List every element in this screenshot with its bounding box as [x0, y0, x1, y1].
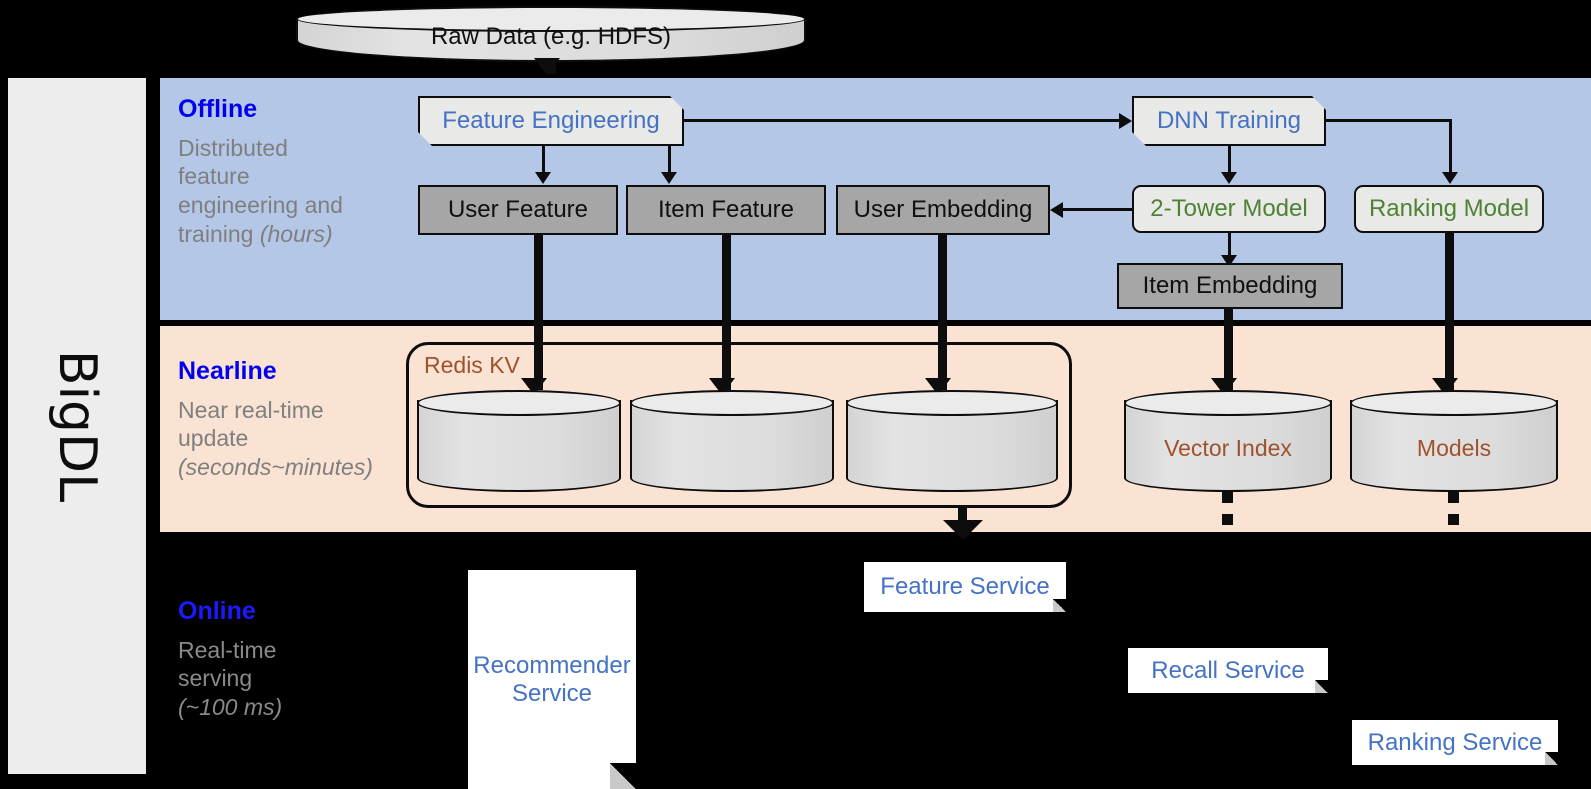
connector-fe-itemfeature: [668, 146, 671, 174]
bigdl-logo-label: BigDL: [8, 78, 146, 774]
cylinder-top: [846, 390, 1058, 416]
offline-sub-l1: Distributed: [178, 134, 288, 161]
ranking-model-box[interactable]: Ranking Model: [1354, 185, 1544, 233]
item-embedding-label: Item Embedding: [1142, 272, 1318, 299]
pipe-redis-featureservice: [958, 508, 967, 524]
recall-service-label: Recall Service: [1151, 656, 1305, 684]
offline-sub-l2: feature: [178, 163, 250, 190]
dashdot-models-2: [1448, 514, 1459, 525]
online-caption: Online Real-time serving (~100 ms): [178, 597, 393, 722]
nearline-caption: Nearline Near real-time update (seconds~…: [178, 357, 408, 482]
redis-kv-container: [406, 342, 1072, 508]
arrowhead-fe-itemfeature: [661, 172, 677, 184]
vector-index-cylinder[interactable]: Vector Index: [1124, 390, 1332, 492]
user-feature-box[interactable]: User Feature: [418, 185, 618, 235]
pipe-userembedding-redis: [938, 235, 947, 390]
vector-index-label: Vector Index: [1164, 434, 1292, 461]
online-subtitle: Real-time serving (~100 ms): [178, 636, 393, 722]
online-sub-l2: serving: [178, 665, 253, 692]
user-feature-label: User Feature: [447, 196, 589, 223]
offline-sub-l4: training: [178, 220, 254, 247]
feature-engineering-box[interactable]: Feature Engineering: [418, 96, 684, 146]
ranking-service-note[interactable]: Ranking Service: [1352, 720, 1558, 765]
offline-sub-l3: engineering and: [178, 192, 343, 218]
item-feature-box[interactable]: Item Feature: [626, 185, 826, 235]
user-embedding-label: User Embedding: [853, 196, 1033, 223]
arrowhead-redis-featureservice: [943, 520, 983, 540]
cylinder-top: [630, 390, 834, 416]
connector-2tower-userembedding: [1063, 208, 1133, 211]
feature-service-note[interactable]: Feature Service: [864, 562, 1066, 612]
models-cylinder[interactable]: Models: [1350, 390, 1558, 492]
bigdl-text: BigDL: [47, 349, 108, 503]
redis-kv-label-wrap: Redis KV: [424, 352, 520, 379]
feature-engineering-label: Feature Engineering: [442, 107, 660, 134]
dnn-training-box[interactable]: DNN Training: [1132, 96, 1326, 146]
arrowhead-dnn-2tower: [1221, 172, 1237, 184]
connector-2tower-itememb: [1228, 233, 1231, 259]
dnn-training-label: DNN Training: [1156, 107, 1302, 134]
recommender-service-label: Recommender Service: [473, 651, 631, 707]
recall-service-note[interactable]: Recall Service: [1128, 648, 1328, 693]
nearline-title: Nearline: [178, 357, 277, 385]
arrowhead-fe-dnn: [1119, 113, 1132, 129]
connector-dnn-2tower: [1228, 146, 1231, 174]
arrowhead-fe-userfeature: [535, 172, 551, 184]
item-feature-label: Item Feature: [657, 196, 795, 223]
raw-data-label: Raw Data (e.g. HDFS): [430, 23, 672, 50]
cylinder-top: [1124, 390, 1332, 416]
cylinder-top: [1350, 390, 1558, 416]
cylinder-top: [296, 6, 806, 32]
dashdot-models-1: [1448, 492, 1459, 503]
connector-dnn-ranking-v: [1449, 119, 1452, 174]
dashdot-vectorindex-2: [1222, 514, 1233, 525]
redis-cylinder-user-feature: [417, 390, 621, 492]
two-tower-model-box[interactable]: 2-Tower Model: [1132, 185, 1326, 233]
bigdl-sidebar: BigDL: [8, 78, 146, 774]
arrowhead-rawdata-fe: [534, 58, 560, 75]
online-title: Online: [178, 597, 256, 625]
pipe-userfeature-redis: [534, 235, 543, 390]
ranking-model-label: Ranking Model: [1368, 195, 1530, 222]
item-embedding-box[interactable]: Item Embedding: [1117, 263, 1343, 309]
nearline-sub-italic: (seconds~minutes): [178, 454, 373, 480]
cylinder-top: [417, 390, 621, 416]
online-sub-l1: Real-time: [178, 636, 277, 663]
online-sub-italic: (~100 ms): [178, 694, 283, 720]
pipe-ranking-models: [1445, 233, 1454, 390]
nearline-sub-l2: update: [178, 425, 249, 452]
redis-kv-label: Redis KV: [424, 352, 520, 378]
recommender-service-note[interactable]: Recommender Service: [468, 570, 636, 789]
offline-caption: Offline Distributed feature engineering …: [178, 95, 393, 249]
connector-fe-dnn: [684, 119, 1120, 122]
folded-corner-icon: [1053, 599, 1066, 612]
ranking-service-label: Ranking Service: [1367, 728, 1543, 756]
offline-subtitle: Distributed feature engineering and trai…: [178, 134, 393, 249]
folded-corner-icon: [1545, 752, 1558, 765]
user-embedding-box[interactable]: User Embedding: [836, 185, 1050, 235]
arrowhead-2tower-userembedding: [1050, 202, 1063, 218]
redis-cylinder-user-embedding: [846, 390, 1058, 492]
models-label: Models: [1416, 434, 1492, 461]
connector-dnn-ranking-h: [1326, 119, 1451, 122]
feature-service-label: Feature Service: [880, 573, 1050, 600]
offline-title: Offline: [178, 95, 258, 123]
pipe-itemfeature-redis: [722, 235, 731, 390]
arrowhead-dnn-ranking: [1442, 172, 1458, 184]
folded-corner-icon: [610, 763, 636, 789]
folded-corner-icon: [1315, 680, 1328, 693]
dashdot-vectorindex-1: [1222, 492, 1233, 503]
raw-data-cylinder: Raw Data (e.g. HDFS): [296, 6, 806, 62]
offline-sub-italic: (hours): [259, 220, 333, 247]
nearline-subtitle: Near real-time update (seconds~minutes): [178, 396, 408, 482]
pipe-itememb-vectorindex: [1224, 309, 1233, 390]
nearline-sub-l1: Near real-time: [178, 396, 324, 423]
two-tower-model-label: 2-Tower Model: [1150, 195, 1308, 222]
redis-cylinder-item-feature: [630, 390, 834, 492]
connector-fe-userfeature: [542, 146, 545, 174]
